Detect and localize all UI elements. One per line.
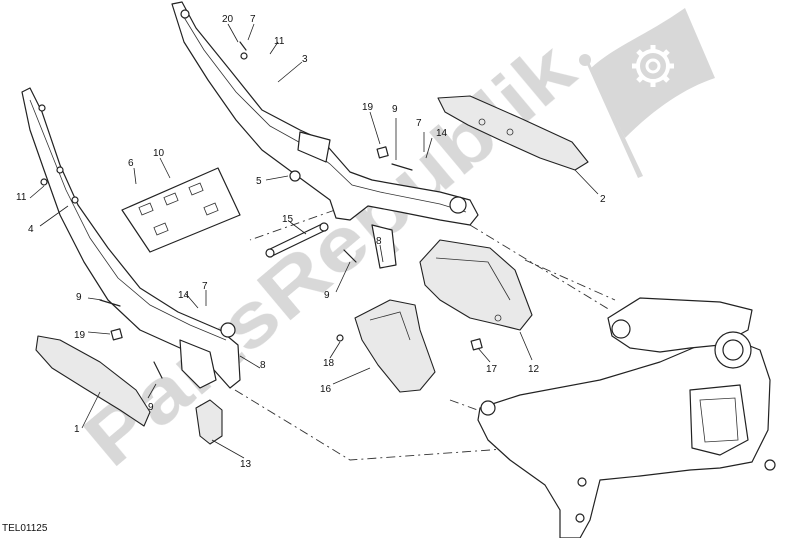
callout-4: 4 — [28, 224, 34, 235]
hardware — [40, 41, 483, 379]
part-12 — [419, 239, 533, 331]
callout-7b: 7 — [416, 118, 422, 129]
drawing-code: TEL01125 — [2, 523, 48, 534]
callout-9b: 9 — [324, 290, 330, 301]
callout-8a: 8 — [376, 236, 382, 247]
left-subframe — [21, 87, 241, 389]
callout-11a: 11 — [16, 192, 27, 203]
gear-icon — [632, 45, 674, 87]
watermark-logo — [579, 8, 715, 178]
callout-18: 18 — [323, 358, 335, 369]
callout-9a: 9 — [76, 292, 82, 303]
callout-11b: 11 — [274, 36, 285, 47]
callout-19b: 19 — [74, 330, 86, 341]
callouts: 1 2 3 4 5 6 7 7 7 8 8 9 9 9 9 10 11 11 1… — [16, 14, 606, 470]
part-16 — [354, 299, 436, 393]
leaders — [29, 23, 599, 459]
right-subframe — [171, 1, 479, 269]
callout-13: 13 — [240, 459, 252, 470]
callout-10: 10 — [153, 148, 165, 159]
callout-6: 6 — [128, 158, 134, 169]
callout-9d: 9 — [392, 104, 398, 115]
main-frame — [477, 297, 776, 538]
callout-12: 12 — [528, 364, 540, 375]
callout-19a: 19 — [362, 102, 374, 113]
callout-8b: 8 — [260, 360, 266, 371]
callout-15: 15 — [282, 214, 294, 225]
callout-7c: 7 — [202, 281, 208, 292]
part-13 — [195, 399, 223, 445]
callout-14b: 14 — [178, 290, 190, 301]
callout-2: 2 — [600, 194, 606, 205]
callout-7a: 7 — [250, 14, 256, 25]
callout-3: 3 — [302, 54, 308, 65]
callout-14a: 14 — [436, 128, 448, 139]
callout-20: 20 — [222, 14, 234, 25]
callout-9c: 9 — [148, 402, 154, 413]
side-cover-1 — [35, 335, 151, 427]
plate-10 — [121, 167, 241, 253]
callout-5: 5 — [256, 176, 262, 187]
callout-17: 17 — [486, 364, 498, 375]
callout-16: 16 — [320, 384, 332, 395]
callout-1: 1 — [74, 424, 80, 435]
